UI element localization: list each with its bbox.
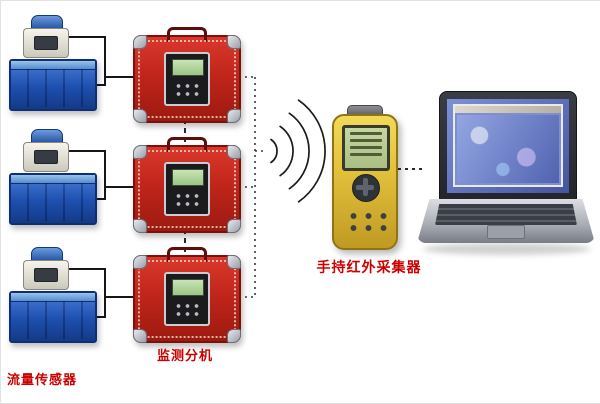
- flow-sensor-unit-1: [9, 15, 101, 111]
- box-handle: [167, 27, 207, 42]
- lcd-text-line: [350, 132, 382, 135]
- tank-rim: [11, 293, 95, 302]
- handheld-keypad: [343, 208, 387, 234]
- transmitter-body: [23, 260, 69, 290]
- flow-sensor-unit-3: [9, 247, 101, 343]
- corner-guard: [227, 145, 241, 159]
- panel-keypad: [172, 190, 202, 209]
- label-flow-sensor: 流量传感器: [7, 372, 78, 387]
- box-handle: [167, 137, 207, 152]
- laptop-screen: [439, 91, 577, 201]
- corner-guard: [227, 255, 241, 269]
- box-wireless-dotted-link: [239, 76, 263, 298]
- monitor-unit-2: [133, 137, 241, 233]
- corner-guard: [133, 35, 147, 49]
- sensor-tank: [9, 59, 97, 111]
- flow-transmitter: [23, 15, 69, 58]
- navpad-vertical-key: [363, 178, 368, 196]
- sensor-tank: [9, 291, 97, 343]
- tank-ribs: [11, 69, 95, 107]
- control-panel: [164, 272, 210, 326]
- laptop: [417, 91, 595, 255]
- monitor-unit-1: [133, 27, 241, 123]
- label-handheld-collector: 手持红外采集器: [316, 259, 422, 275]
- panel-keypad: [172, 80, 202, 99]
- transmitter-display: [34, 150, 58, 164]
- control-panel: [164, 52, 210, 106]
- corner-guard: [133, 145, 147, 159]
- app-window-content: [457, 115, 559, 183]
- tank-ribs: [11, 183, 95, 221]
- app-window-titlebar: [455, 106, 561, 113]
- transmitter-body: [23, 28, 69, 58]
- panel-keypad: [172, 300, 202, 319]
- tank-rim: [11, 175, 95, 184]
- transmitter-display: [34, 36, 58, 50]
- lcd-text-line: [350, 146, 382, 149]
- flow-transmitter: [23, 247, 69, 290]
- screen-app-window: [453, 104, 563, 187]
- sensor-tank: [9, 173, 97, 225]
- corner-guard: [227, 109, 241, 123]
- lcd-text-line: [350, 139, 382, 142]
- handheld-body: [332, 114, 398, 250]
- flow-transmitter: [23, 129, 69, 172]
- monitor-unit-3: [133, 247, 241, 343]
- corner-guard: [133, 219, 147, 233]
- handheld-lcd: [342, 125, 390, 171]
- panel-screen: [172, 59, 204, 76]
- tank-rim: [11, 61, 95, 70]
- panel-screen: [172, 169, 204, 186]
- corner-guard: [227, 35, 241, 49]
- transmitter-body: [23, 142, 69, 172]
- laptop-keyboard: [435, 204, 577, 225]
- corner-guard: [227, 219, 241, 233]
- box-handle: [167, 247, 207, 262]
- handheld-navpad: [352, 174, 380, 202]
- handheld-collector: [332, 105, 398, 250]
- corner-guard: [133, 109, 147, 123]
- panel-screen: [172, 279, 204, 296]
- wireless-waves-icon: [270, 99, 326, 203]
- laptop-touchpad: [487, 225, 525, 239]
- flow-sensor-unit-2: [9, 129, 101, 225]
- label-monitor-unit: 监测分机: [156, 348, 213, 363]
- transmitter-display: [34, 268, 58, 282]
- rivet-border: [138, 260, 236, 338]
- laptop-base: [417, 199, 595, 243]
- corner-guard: [133, 329, 147, 343]
- laptop-display: [447, 99, 569, 193]
- corner-guard: [227, 329, 241, 343]
- tank-ribs: [11, 301, 95, 339]
- corner-guard: [133, 255, 147, 269]
- rivet-border: [138, 40, 236, 118]
- laptop-shadow: [423, 243, 591, 255]
- control-panel: [164, 162, 210, 216]
- lcd-text-line: [350, 153, 382, 156]
- rivet-border: [138, 150, 236, 228]
